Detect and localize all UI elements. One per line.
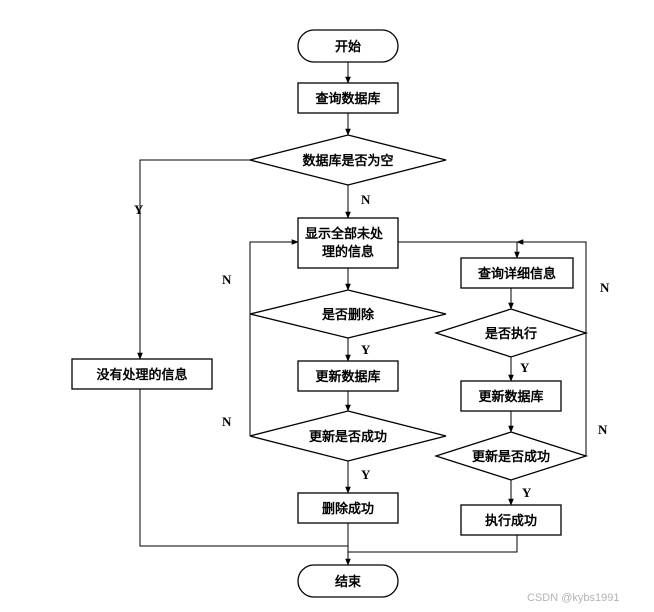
- update-success-left-label: 更新是否成功: [309, 429, 387, 445]
- edge-execute-success-to-end: [348, 535, 518, 553]
- edge-left-loop-back: [249, 239, 299, 314]
- delete-success-label: 删除成功: [322, 501, 374, 517]
- update-db-right-node: 更新数据库: [460, 380, 562, 412]
- label-yes-execute: Y: [520, 360, 530, 375]
- show-all-node: 显示全部未处 理的信息: [297, 217, 399, 269]
- delete-decision: 是否删除: [249, 289, 447, 339]
- update-db-left-label: 更新数据库: [315, 369, 380, 385]
- update-success-right-decision: 更新是否成功: [433, 431, 589, 481]
- query-details-node: 查询详细信息: [460, 257, 574, 289]
- end-node: 结束: [297, 564, 399, 598]
- label-yes-update-right: Y: [522, 485, 532, 500]
- label-yes-delete: Y: [361, 342, 371, 357]
- show-all-label-line2: 理的信息: [322, 244, 374, 260]
- start-label: 开始: [335, 39, 361, 55]
- db-empty-decision: 数据库是否为空: [249, 134, 447, 186]
- db-empty-label: 数据库是否为空: [302, 153, 393, 169]
- query-db-node: 查询数据库: [297, 82, 399, 114]
- label-no-update-left: N: [222, 414, 232, 429]
- show-all-label-line1: 显示全部未处: [305, 226, 384, 242]
- end-label: 结束: [335, 574, 362, 590]
- execute-success-label: 执行成功: [485, 513, 537, 529]
- label-yes-db-empty: Y: [134, 202, 144, 217]
- execute-success-node: 执行成功: [460, 504, 562, 536]
- label-yes-update-left: Y: [361, 467, 371, 482]
- update-success-right-label: 更新是否成功: [472, 449, 550, 465]
- query-db-label: 查询数据库: [314, 91, 380, 107]
- delete-check-label: 是否删除: [321, 307, 375, 323]
- edge-empty-yes-to-no-unprocessed: [137, 159, 250, 360]
- update-success-left-decision: 更新是否成功: [249, 410, 447, 462]
- execute-decision: 是否执行: [433, 308, 589, 358]
- edge-no-unprocessed-to-end: [139, 389, 348, 547]
- query-details-label: 查询详细信息: [477, 266, 556, 282]
- delete-success-node: 删除成功: [297, 492, 399, 524]
- update-db-right-label: 更新数据库: [478, 389, 543, 405]
- no-unprocessed-node: 没有处理的信息: [71, 358, 213, 390]
- no-unprocessed-label: 没有处理的信息: [96, 367, 187, 383]
- edge-show-to-query-details: [398, 241, 520, 259]
- execute-check-label: 是否执行: [484, 326, 537, 342]
- start-node: 开始: [297, 29, 399, 63]
- label-no-delete: N: [222, 272, 232, 287]
- watermark: CSDN @kybs1991: [527, 592, 619, 604]
- label-no-update-right: N: [598, 422, 608, 437]
- label-no-db-empty: N: [361, 192, 371, 207]
- update-db-left-node: 更新数据库: [297, 360, 399, 392]
- label-no-execute: N: [600, 280, 610, 295]
